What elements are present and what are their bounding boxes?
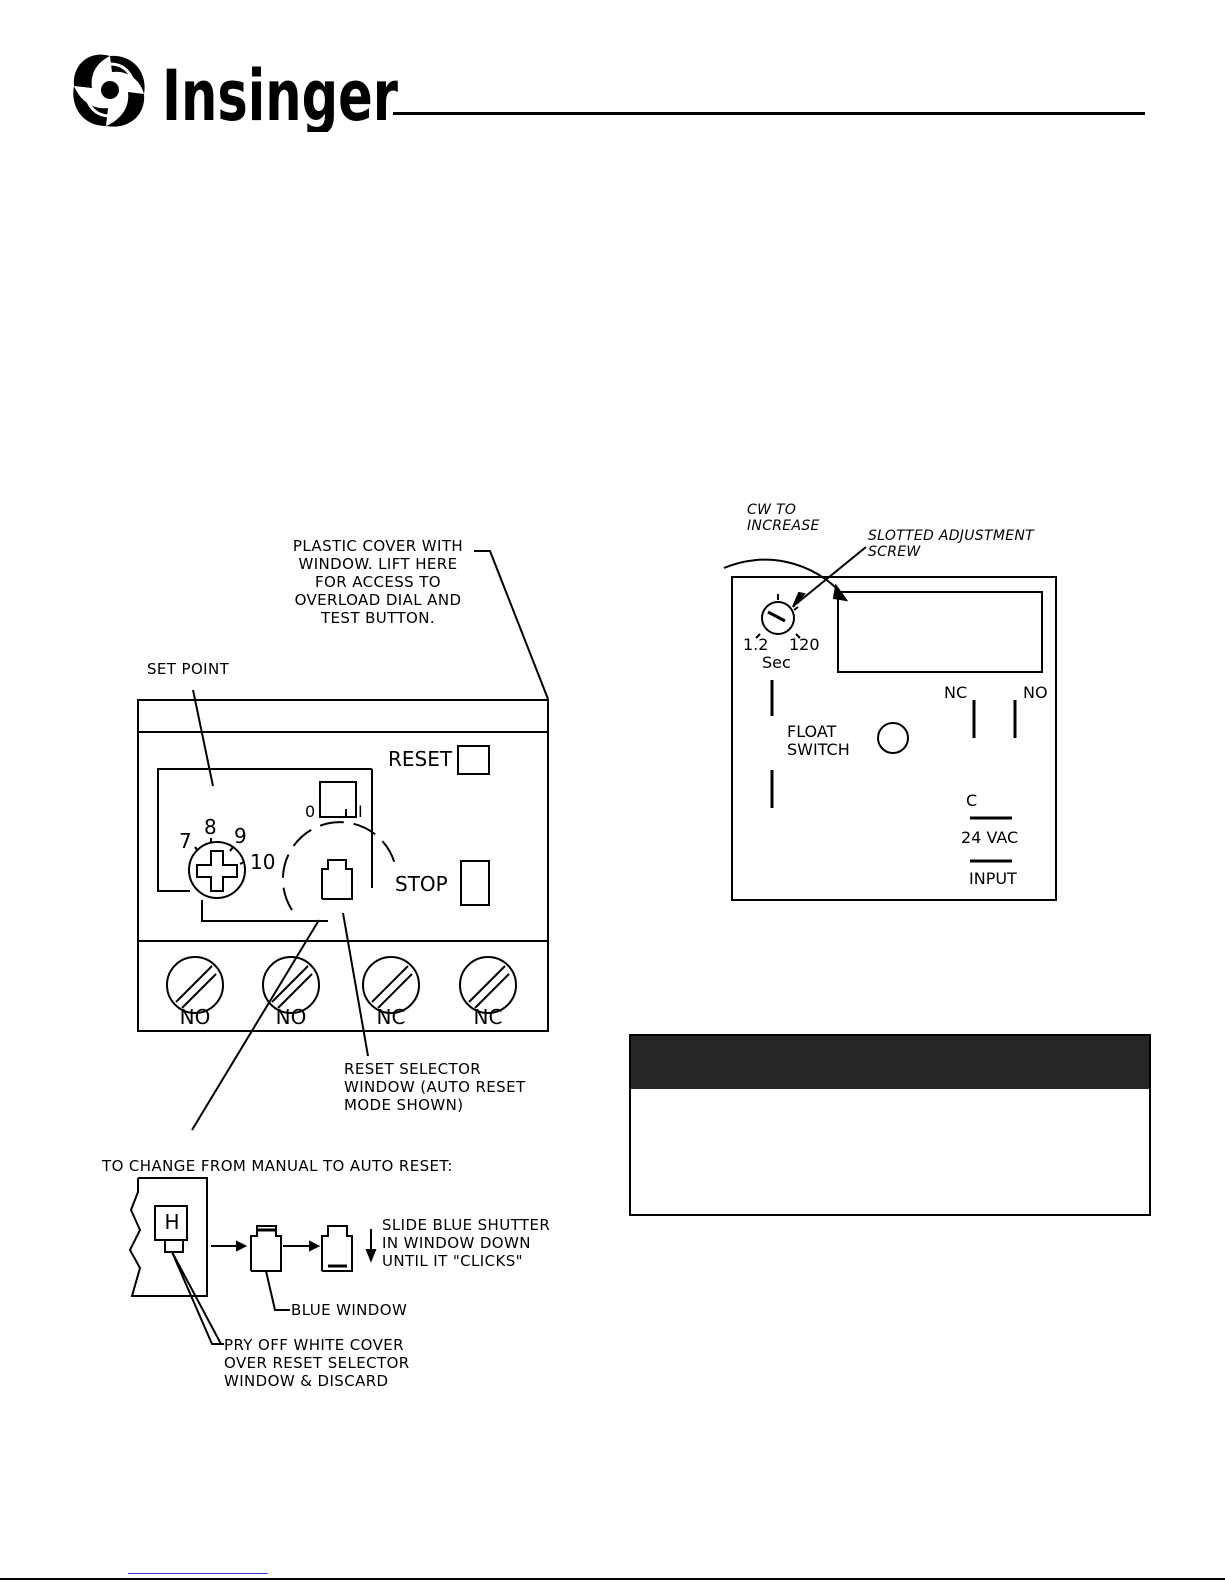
- terminal-label: NC: [473, 1005, 503, 1029]
- no-contact-label: NO: [1023, 683, 1048, 702]
- terminal-label: NC: [376, 1005, 406, 1029]
- spiral-logo-icon: [73, 54, 145, 127]
- brand-name: Insinger: [162, 55, 398, 132]
- note-line: TEST BUTTON.: [320, 609, 436, 627]
- dial-mark-9: 9: [234, 824, 247, 848]
- h-mark: H: [164, 1210, 180, 1234]
- set-point-label: SET POINT: [147, 660, 230, 678]
- switch-on-label: I: [358, 802, 363, 821]
- stop-label: STOP: [395, 872, 448, 896]
- note-line: SCREW: [868, 544, 921, 560]
- dial-mark-7: 7: [179, 829, 192, 853]
- slide-shutter-note: SLIDE BLUE SHUTTER IN WINDOW DOWN UNTIL …: [382, 1216, 550, 1270]
- warning-box: [629, 1034, 1151, 1216]
- footer-link-underline[interactable]: [128, 1573, 268, 1574]
- reset-label: RESET: [388, 747, 453, 771]
- note-line: WINDOW (AUTO RESET: [344, 1078, 526, 1096]
- note-line: PRY OFF WHITE COVER: [224, 1336, 404, 1354]
- dial-mark-8: 8: [204, 815, 217, 839]
- blue-window-label: BLUE WINDOW: [291, 1301, 408, 1319]
- pry-cover-note: PRY OFF WHITE COVER OVER RESET SELECTOR …: [224, 1336, 410, 1390]
- slotted-screw-note: SLOTTED ADJUSTMENT SCREW: [868, 528, 1034, 560]
- float-drawing: [723, 546, 1057, 901]
- dial-min-value: 1.2: [743, 635, 769, 654]
- terminal-label: NO: [179, 1005, 211, 1029]
- dial-max-value: 120: [789, 635, 820, 654]
- dial-unit: Sec: [762, 653, 791, 672]
- note-line: PLASTIC COVER WITH: [292, 537, 464, 555]
- note-line: CW TO: [747, 502, 797, 518]
- note-line: RESET SELECTOR: [344, 1060, 482, 1078]
- brand-logo: Insinger: [68, 48, 404, 137]
- warning-header-bar: [631, 1036, 1149, 1089]
- note-line: SWITCH: [787, 740, 850, 759]
- common-label: C: [966, 791, 978, 810]
- switch-off-label: 0: [305, 802, 316, 821]
- note-line: FOR ACCESS TO: [314, 573, 442, 591]
- relay-drawing: [128, 550, 549, 1345]
- note-line: UNTIL IT "CLICKS": [382, 1252, 523, 1270]
- dial-mark-10: 10: [250, 850, 276, 874]
- float-switch-label: FLOAT SWITCH: [787, 723, 850, 759]
- header-rule: [393, 112, 1145, 115]
- note-line: OVERLOAD DIAL AND: [294, 591, 462, 609]
- note-line: OVER RESET SELECTOR: [224, 1354, 410, 1372]
- cw-increase-note: CW TO INCREASE: [747, 502, 820, 534]
- voltage-label: 24 VAC: [961, 828, 1019, 847]
- note-line: IN WINDOW DOWN: [382, 1234, 531, 1252]
- footer-rule: [0, 1578, 1225, 1580]
- reset-selector-note: RESET SELECTOR WINDOW (AUTO RESET MODE S…: [344, 1060, 526, 1114]
- input-label: INPUT: [969, 869, 1017, 888]
- note-line: WINDOW. LIFT HERE: [298, 555, 458, 573]
- plastic-cover-note: PLASTIC COVER WITH WINDOW. LIFT HERE FOR…: [278, 537, 478, 627]
- note-line: SLOTTED ADJUSTMENT: [868, 528, 1034, 544]
- note-line: SLIDE BLUE SHUTTER: [382, 1216, 551, 1234]
- terminal-label: NO: [275, 1005, 307, 1029]
- brand-logo-graphic: Insinger: [73, 54, 398, 137]
- nc-contact-label: NC: [944, 683, 968, 702]
- note-line: WINDOW & DISCARD: [224, 1372, 389, 1390]
- change-mode-heading: TO CHANGE FROM MANUAL TO AUTO RESET:: [102, 1157, 453, 1175]
- note-line: FLOAT: [787, 722, 837, 741]
- note-line: MODE SHOWN): [344, 1096, 464, 1114]
- note-line: INCREASE: [747, 518, 820, 534]
